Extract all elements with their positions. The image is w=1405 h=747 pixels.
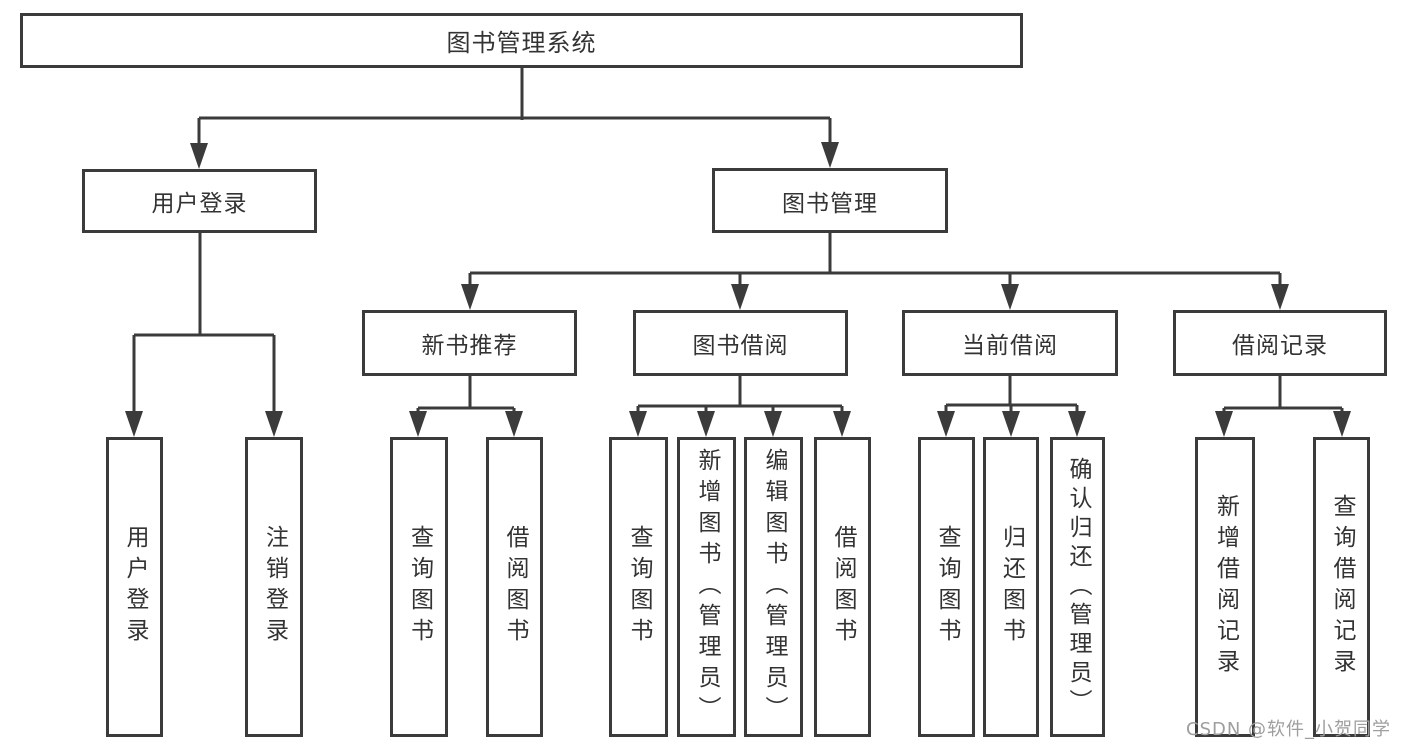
node-borrowing-records: 借阅记录 — [1173, 310, 1387, 376]
node-library-management-system: 图书管理系统 — [20, 13, 1023, 68]
node-label: 归还图书 — [998, 525, 1025, 649]
node-book-borrowing: 图书借阅 — [633, 310, 848, 376]
node-label: 新增图书（管理员） — [694, 447, 720, 727]
node-add-books-admin: 新增图书（管理员） — [677, 437, 736, 737]
node-query-books-current: 查询图书 — [918, 437, 975, 737]
node-query-borrow-record: 查询借阅记录 — [1313, 437, 1370, 737]
node-label: 借阅记录 — [1232, 333, 1328, 359]
node-label: 借阅图书 — [502, 525, 528, 649]
node-label: 图书管理系统 — [446, 29, 597, 57]
node-user-login: 用户登录 — [82, 169, 317, 233]
node-query-books-borrow: 查询图书 — [609, 437, 668, 737]
node-label: 查询借阅记录 — [1329, 494, 1355, 680]
node-book-management: 图书管理 — [712, 168, 948, 233]
node-label: 图书借阅 — [692, 333, 789, 359]
node-label: 新书推荐 — [421, 333, 518, 359]
node-query-books-recommend: 查询图书 — [390, 437, 448, 737]
node-logout: 注销登录 — [245, 437, 303, 737]
node-user-login-leaf: 用户登录 — [106, 437, 163, 737]
node-confirm-return-admin: 确认归还（管理员） — [1050, 437, 1105, 737]
node-label: 查询图书 — [406, 525, 433, 649]
node-label: 确认归还（管理员） — [1065, 456, 1091, 718]
node-label: 注销登录 — [261, 525, 288, 649]
node-add-borrow-record: 新增借阅记录 — [1195, 437, 1255, 737]
node-borrow-books: 借阅图书 — [814, 437, 871, 737]
node-label: 用户登录 — [122, 525, 148, 649]
node-label: 用户登录 — [151, 191, 248, 217]
node-label: 图书管理 — [782, 190, 878, 217]
node-label: 新增借阅记录 — [1212, 494, 1239, 680]
node-label: 编辑图书（管理员） — [761, 447, 787, 727]
node-label: 查询图书 — [934, 525, 960, 649]
arrowheads — [125, 142, 1351, 437]
node-borrow-books-recommend: 借阅图书 — [486, 437, 543, 737]
elbow-connectors — [132, 68, 1344, 415]
node-edit-books-admin: 编辑图书（管理员） — [744, 437, 803, 737]
node-return-books: 归还图书 — [983, 437, 1039, 737]
node-label: 借阅图书 — [830, 525, 856, 649]
csdn-watermark: CSDN @软件_小贺同学 — [1186, 719, 1392, 740]
node-label: 当前借阅 — [962, 333, 1058, 359]
node-current-borrowing: 当前借阅 — [902, 310, 1118, 376]
node-label: 查询图书 — [626, 525, 652, 649]
node-new-book-recommendation: 新书推荐 — [362, 310, 577, 376]
